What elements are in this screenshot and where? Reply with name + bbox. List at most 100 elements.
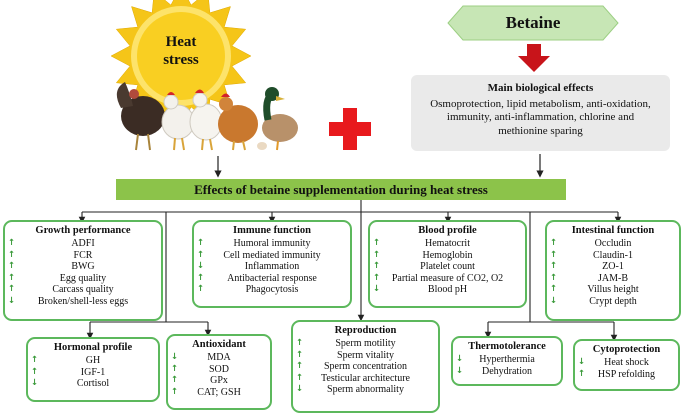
effect-item-label: Sperm vitality <box>337 349 394 361</box>
up-arrow-icon: ↑ <box>550 261 558 272</box>
up-arrow-icon: ↑ <box>8 284 16 295</box>
reproduction-box: Reproduction ↑ Sperm motility ↑ Sperm vitali… <box>291 320 440 413</box>
growth-list: ↑ADFI↑FCR↑BWG↑Egg quality↑Carcass qualit… <box>5 238 161 308</box>
effect-item: ↑ADFI <box>5 238 161 250</box>
down-arrow-icon: ↓ <box>31 378 39 389</box>
banner-shape <box>116 179 566 200</box>
up-arrow-icon: ↑ <box>550 238 558 248</box>
up-arrow-icon: ↑ <box>171 386 179 397</box>
immune-title: Immune function <box>233 225 311 236</box>
effect-item-label: Carcass quality <box>52 284 114 296</box>
heat-stress-line2: stress <box>163 52 199 68</box>
reproduction-list: ↑ Sperm motility ↑ Sperm vitality ↑ Sperm con… <box>293 338 438 396</box>
effect-item: ↑ZO-1 <box>547 261 679 273</box>
betaine-tag-shape <box>447 5 619 41</box>
effect-item-label: Egg quality <box>59 272 107 284</box>
growth-performance-box: Growth performance↑ADFI↑FCR↑BWG↑Egg qual… <box>3 220 163 321</box>
up-arrow-icon: ↑ <box>296 372 304 383</box>
immune-function-box: Immune function↑Humoral immunity↑Cell me… <box>192 220 352 308</box>
heat-stress-line1: Heat <box>165 34 197 50</box>
effect-item-label: Blood pH <box>427 284 468 296</box>
up-arrow-icon: ↑ <box>197 284 205 295</box>
effect-item-label: Phagocytosis <box>245 284 299 296</box>
down-arrow-icon: ↓ <box>550 295 558 306</box>
up-arrow-icon: ↑ <box>373 261 381 272</box>
effect-item: ↓Broken/shell-less eggs <box>5 296 161 308</box>
effects-panel-shape <box>411 75 670 151</box>
effect-item-label: Occludin <box>594 238 632 249</box>
up-arrow-icon: ↑ <box>296 361 304 372</box>
up-arrow-icon: ↑ <box>578 368 586 379</box>
blood-list: ↑Hematocrit↑Hemoglobin↑Platelet count↑Pa… <box>370 238 525 296</box>
main-effects-panel: Main biological effects Osmoprotection, … <box>411 82 670 138</box>
intestinal-title: Intestinal function <box>571 225 655 236</box>
effect-item-label: Hyperthermia <box>479 354 535 365</box>
cyto-title: Cytoprotection <box>592 344 661 355</box>
up-arrow-icon: ↑ <box>171 363 179 374</box>
effect-item: ↑Villus height <box>547 284 679 296</box>
effect-item-label: Sperm motility <box>335 338 396 349</box>
effect-item: ↑ Carcass quality <box>5 284 161 296</box>
effect-item-label: GH <box>85 355 101 366</box>
hen-icon <box>189 89 223 151</box>
blood-title: Blood profile <box>418 225 477 236</box>
effect-item-label: Cortisol <box>76 378 110 390</box>
reproduction-title: Reproduction <box>334 325 397 336</box>
down-arrow-icon: ↓ <box>296 384 304 395</box>
down-arrow-icon: ↓ <box>373 284 381 295</box>
main-effects-line3: methionine sparing <box>498 124 583 137</box>
effect-item: ↑Egg quality <box>5 273 161 285</box>
up-arrow-icon: ↑ <box>197 238 205 248</box>
effect-item-label: FCR <box>73 249 93 261</box>
effect-item: ↑ CAT; GSH <box>168 387 270 399</box>
turkey-icon <box>116 82 165 151</box>
immune-list: ↑Humoral immunity↑Cell mediated immunity… <box>194 238 350 296</box>
up-arrow-icon: ↑ <box>8 261 16 272</box>
effect-item-label: JAM-B <box>597 272 628 284</box>
down-arrow-icon: ↓ <box>8 295 16 306</box>
betaine-label: Betaine <box>505 13 561 32</box>
down-arrow-icon: ↓ <box>578 357 586 367</box>
effect-item: ↓ Cortisol <box>28 378 158 390</box>
effect-item-label: Sperm concentration <box>323 361 408 373</box>
effect-item: ↑Hemoglobin <box>370 250 525 262</box>
effect-item: ↓Crypt depth <box>547 296 679 308</box>
effect-item-label: ADFI <box>71 238 95 249</box>
duck-icon <box>262 87 298 151</box>
effect-item: ↑Cell mediated immunity <box>194 250 350 262</box>
up-arrow-icon: ↑ <box>296 338 304 348</box>
effect-item: ↑ GPx <box>168 375 270 387</box>
up-arrow-icon: ↑ <box>31 366 39 377</box>
sun-icon <box>110 0 252 127</box>
effect-item-label: Antibacterial response <box>227 272 317 284</box>
red-down-arrow-icon <box>518 44 550 72</box>
main-effects-title: Main biological effects <box>487 82 594 94</box>
intestinal-list: ↑Occludin↑Claudin-1↑ZO-1↑JAM-B↑Villus he… <box>547 238 679 308</box>
effect-item: ↓ Blood pH <box>370 284 525 296</box>
effect-item-label: GPx <box>210 375 228 387</box>
hen-icon <box>161 92 195 151</box>
effect-item: ↓MDA <box>168 352 270 364</box>
effect-item: ↓Sperm abnormality <box>293 384 438 396</box>
effect-item: ↑Claudin-1 <box>547 250 679 262</box>
effect-item-label: Inflammation <box>244 261 300 273</box>
down-arrow-icon: ↓ <box>171 352 179 362</box>
effect-item: ↓Dehydration <box>453 366 561 378</box>
up-arrow-icon: ↑ <box>373 272 381 283</box>
intestinal-function-box: Intestinal function ↑ Occludin↑Claudin-1↑Z… <box>545 220 681 321</box>
hormonal-profile-box: Hormonal profile↑GH↑IGF-1↓Cortisol <box>26 337 160 402</box>
effect-item-label: HSP refolding <box>597 368 656 380</box>
effect-item-label: Cell mediated immunity <box>223 249 321 261</box>
effect-item: ↑ IGF-1 <box>28 367 158 379</box>
effect-item-label: CAT; GSH <box>197 386 241 398</box>
antioxidant-box: Antioxidant↓MDA↑SOD↑GPx↑CAT; GSH <box>166 334 272 410</box>
effect-item: ↑ HSP refolding <box>575 369 678 381</box>
effect-item: ↑Antibacterial response <box>194 273 350 285</box>
up-arrow-icon: ↑ <box>171 375 179 386</box>
effect-item: ↑FCR <box>5 250 161 262</box>
effect-item-label: IGF-1 <box>80 366 106 378</box>
up-arrow-icon: ↑ <box>550 272 558 283</box>
effect-item: ↑BWG <box>5 261 161 273</box>
effect-item: ↑ Sperm concentration <box>293 361 438 373</box>
effect-item-label: SOD <box>208 363 229 375</box>
